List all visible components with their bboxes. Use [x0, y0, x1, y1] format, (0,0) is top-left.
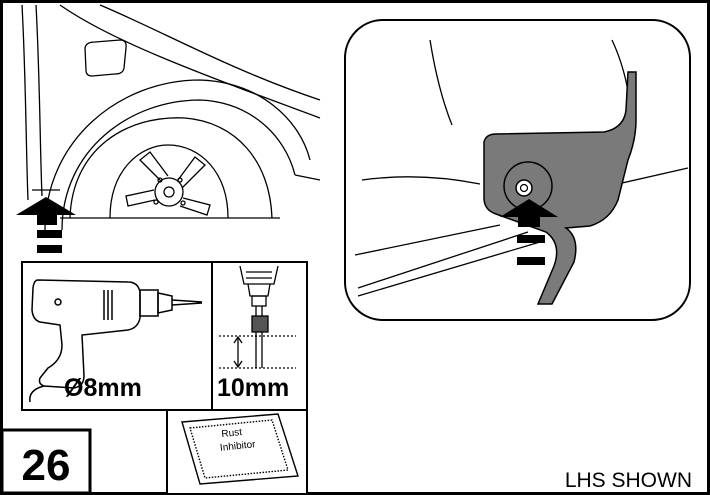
drill-size-label: Ø8mm	[64, 374, 142, 402]
left-insert-arrow	[16, 197, 76, 253]
step-number: 26	[22, 441, 71, 490]
dash-3	[517, 235, 545, 243]
mudflap-bracket	[483, 71, 637, 305]
dash-4	[517, 257, 545, 265]
dash-2	[37, 245, 62, 253]
drill-icon	[29, 279, 203, 403]
rust-inhibitor-line2: Inhibitor	[219, 439, 256, 454]
right-insert-arrow	[500, 199, 558, 265]
rust-inhibitor-line1: Rust	[221, 427, 243, 440]
dash-1	[37, 230, 62, 238]
wheel-arch-illustration	[21, 4, 321, 231]
detail-illustration	[354, 39, 689, 297]
mounting-bolt	[515, 179, 533, 197]
depth-label: 10mm	[217, 374, 289, 402]
side-note: LHS SHOWN	[565, 469, 692, 492]
step-number-box	[0, 428, 92, 495]
drill-depth-icon	[219, 265, 296, 369]
rust-inhibitor-icon	[181, 413, 299, 485]
